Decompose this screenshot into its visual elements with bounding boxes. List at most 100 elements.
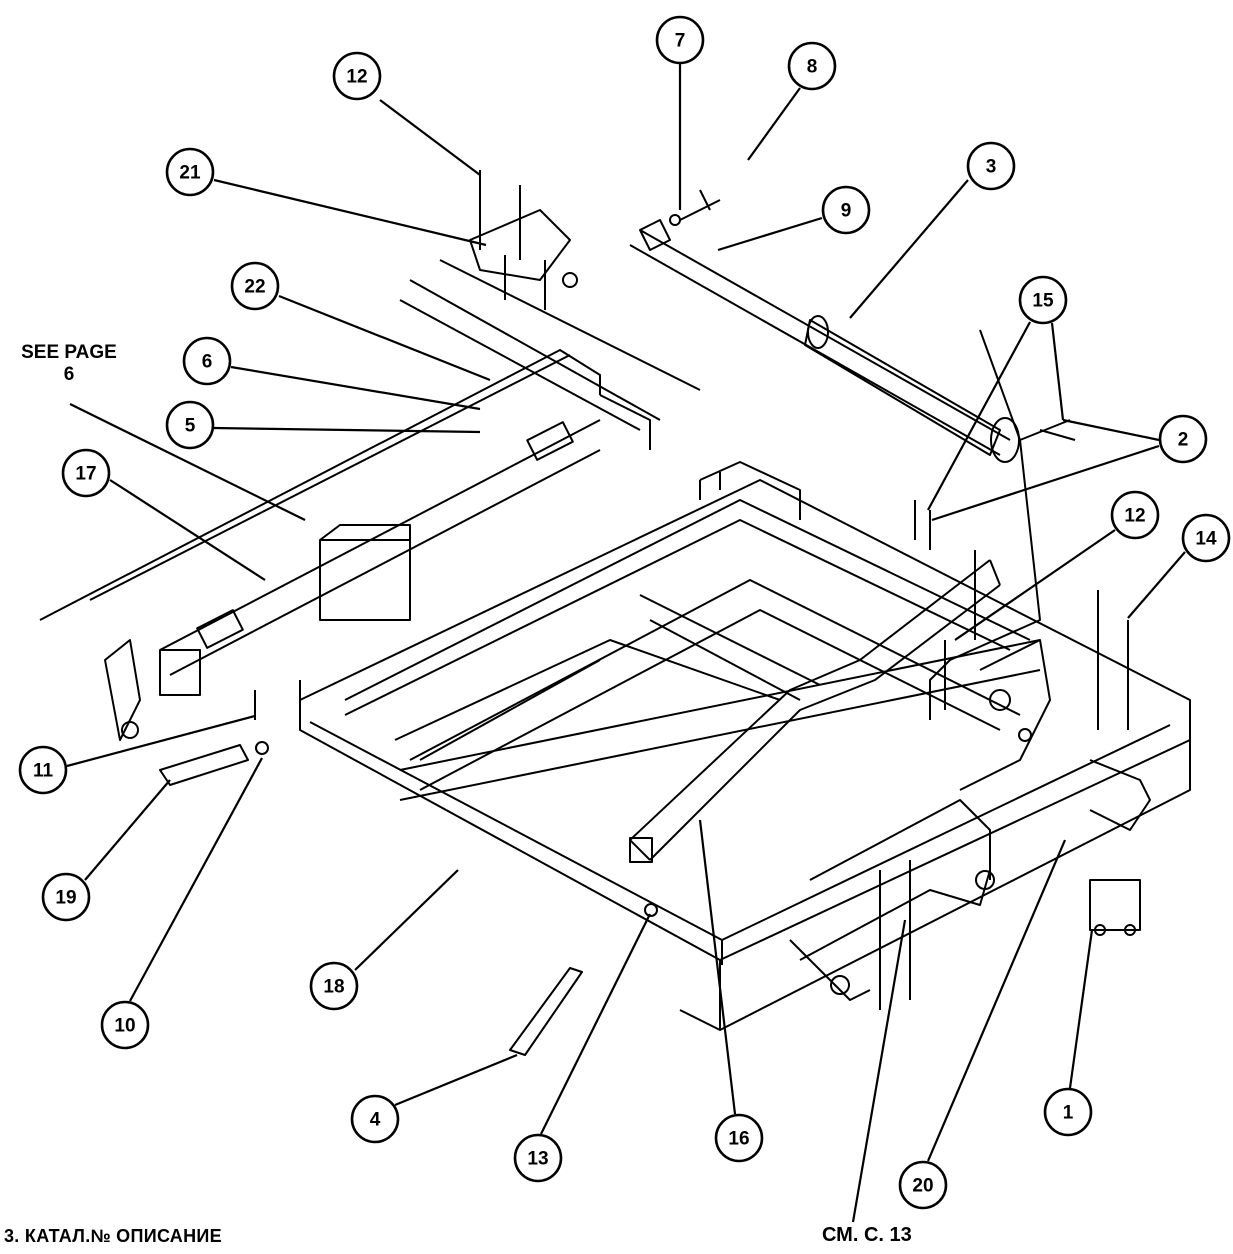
callout-13: 13	[513, 1133, 563, 1183]
leader-line	[1068, 929, 1094, 1089]
callout-6: 6	[182, 336, 232, 386]
callout-circle	[1181, 513, 1231, 563]
callout-circle	[513, 1133, 563, 1183]
callout-12: 12	[332, 51, 382, 101]
callout-number: 3	[986, 157, 997, 178]
callout-number: 14	[1195, 529, 1217, 550]
callout-number: 1	[1063, 1103, 1074, 1124]
callout-1: 1	[1043, 1087, 1093, 1137]
callout-circle	[18, 745, 68, 795]
callout-circle	[309, 961, 359, 1011]
main-frame	[299, 461, 1191, 1031]
callout-number: 10	[114, 1016, 135, 1037]
callout-number: 15	[1032, 291, 1054, 312]
callout-19: 19	[41, 872, 91, 922]
catalog-header: 3. КАТАЛ.№ ОПИСАНИЕ	[4, 1226, 222, 1246]
leader-line	[698, 819, 737, 1115]
hardware	[159, 419, 1136, 1056]
see-page-13-note: СМ. С. 13	[822, 1224, 912, 1246]
callout-circle	[165, 400, 215, 450]
callout-circle	[61, 448, 111, 498]
leader-line	[849, 179, 969, 319]
callout-circle	[966, 141, 1016, 191]
callout-15: 15	[1018, 275, 1068, 325]
callout-7: 7	[655, 15, 705, 65]
leader-line	[84, 779, 171, 881]
callout-circle	[332, 51, 382, 101]
callout-number: 12	[346, 67, 367, 88]
callout-circle	[821, 185, 871, 235]
leader-line	[717, 216, 823, 252]
callout-3: 3	[966, 141, 1016, 191]
callout-number: 4	[370, 1110, 381, 1131]
callout-circle	[1110, 490, 1160, 540]
leader-line	[213, 178, 487, 247]
callout-number: 2	[1178, 430, 1189, 451]
wing-frame	[39, 259, 701, 741]
callout-14: 14	[1181, 513, 1231, 563]
leader-line	[931, 444, 1160, 522]
leader-line	[954, 529, 1116, 641]
frame-drawing	[39, 170, 1191, 1056]
callout-16: 16	[714, 1113, 764, 1163]
callout-number: 19	[55, 888, 76, 909]
callout-2: 2	[1158, 414, 1208, 464]
callout-number: 16	[728, 1129, 749, 1150]
callout-circle	[655, 15, 705, 65]
callout-circle	[350, 1094, 400, 1144]
callout-circle	[182, 336, 232, 386]
leader-line	[354, 869, 459, 971]
callout-21: 21	[165, 147, 215, 197]
leader-line	[129, 757, 263, 1002]
diagonal-member	[629, 559, 1001, 863]
leader-line	[109, 479, 266, 581]
callout-number: 7	[675, 31, 686, 52]
leader-line	[213, 426, 481, 434]
callout-number: 11	[33, 761, 54, 782]
leader-line	[926, 839, 1067, 1162]
callout-5: 5	[165, 400, 215, 450]
callout-circle	[1018, 275, 1068, 325]
leader-line	[230, 365, 481, 411]
callout-circle	[898, 1160, 948, 1210]
callout-number: 22	[244, 277, 265, 298]
callout-circle	[230, 261, 280, 311]
callout-8: 8	[787, 41, 837, 91]
callout-circle	[714, 1113, 764, 1163]
leader-line	[540, 913, 651, 1135]
callout-circle	[1158, 414, 1208, 464]
leader-line	[66, 714, 256, 768]
callout-number: 21	[179, 163, 201, 184]
leader-line	[1062, 418, 1160, 442]
leader-lines	[66, 63, 1186, 1223]
leader-line	[1127, 551, 1186, 619]
callout-circle	[1043, 1087, 1093, 1137]
callout-9: 9	[821, 185, 871, 235]
callout-circle	[100, 1000, 150, 1050]
note-leader-line	[851, 919, 907, 1223]
callout-number: 13	[527, 1149, 548, 1170]
callout-12: 12	[1110, 490, 1160, 540]
callout-17: 17	[61, 448, 111, 498]
callout-11: 11	[18, 745, 68, 795]
note-leader-line	[69, 403, 306, 521]
leader-line	[927, 321, 1031, 511]
callout-circle	[41, 872, 91, 922]
leader-line	[394, 1053, 518, 1107]
callout-20: 20	[898, 1160, 948, 1210]
callout-number: 17	[75, 464, 96, 485]
see-page-note: SEE PAGE 6	[21, 342, 117, 385]
callout-4: 4	[350, 1094, 400, 1144]
callout-number: 6	[202, 352, 213, 373]
callout-circle	[165, 147, 215, 197]
leader-line	[278, 294, 491, 382]
callout-number: 8	[807, 57, 818, 78]
callout-number: 12	[1124, 506, 1145, 527]
callout-number: 5	[185, 416, 196, 437]
callout-circle	[787, 41, 837, 91]
leader-line	[747, 87, 801, 161]
callout-number: 20	[912, 1176, 933, 1197]
callout-18: 18	[309, 961, 359, 1011]
